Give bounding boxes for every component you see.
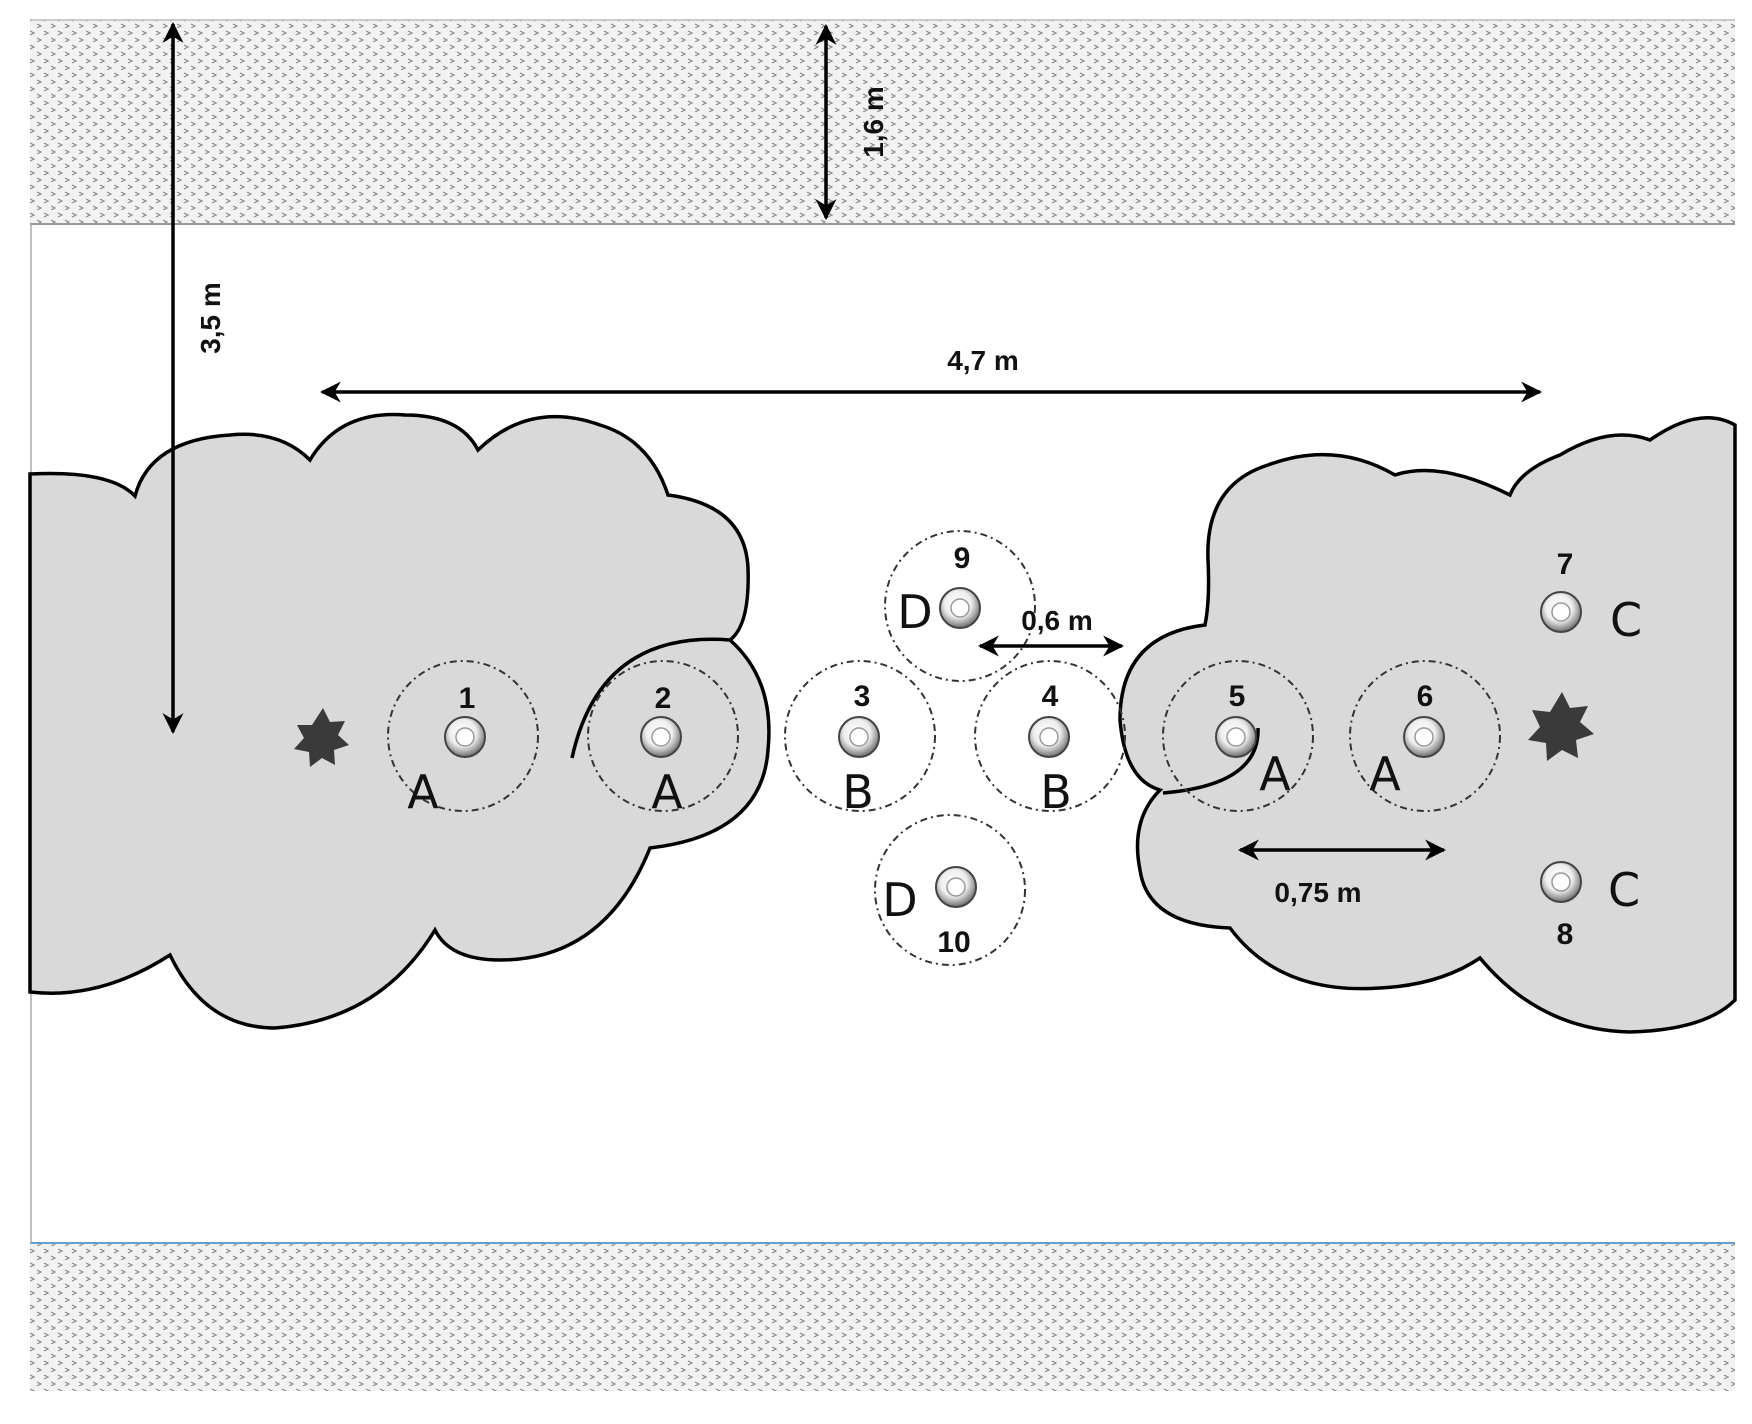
- pin-8-icon: [1540, 861, 1582, 903]
- zone-5: [1162, 660, 1314, 812]
- point-number-5: 5: [1229, 680, 1246, 713]
- point-number-9: 9: [954, 542, 971, 575]
- group-letter-10: D: [882, 873, 917, 927]
- point-number-10: 10: [937, 926, 970, 959]
- pin-7-icon: [1540, 591, 1582, 633]
- top-hatched-band: [30, 19, 1735, 225]
- sampling-pins: [444, 587, 1582, 908]
- zone-9: [884, 530, 1036, 682]
- point-number-8: 8: [1557, 918, 1574, 951]
- point-number-2: 2: [655, 682, 672, 715]
- label-wall-distance: 3,5 m: [195, 282, 226, 354]
- pin-1-icon: [444, 716, 486, 758]
- left-cloud-area: [28, 412, 771, 1030]
- point-number-7: 7: [1557, 548, 1574, 581]
- pin-9-icon: [939, 587, 981, 629]
- pin-5-icon: [1215, 716, 1257, 758]
- pin-4-icon: [1028, 716, 1070, 758]
- group-letter-6: A: [1369, 747, 1401, 801]
- zone-4: [974, 660, 1126, 812]
- point-number-1: 1: [459, 682, 476, 715]
- label-spacing-a: 0,75 m: [1274, 877, 1361, 908]
- zone-10: [874, 814, 1026, 966]
- group-letter-8: C: [1608, 863, 1640, 917]
- point-number-3: 3: [854, 680, 871, 713]
- sampling-zones: [387, 530, 1501, 966]
- point-number-4: 4: [1042, 680, 1059, 713]
- group-letter-4: B: [1040, 765, 1072, 819]
- point-number-6: 6: [1417, 680, 1434, 713]
- zone-2: [587, 660, 739, 812]
- group-letters: A A B B A A C C D D: [407, 585, 1642, 927]
- zone-3: [784, 660, 936, 812]
- group-letter-3: B: [842, 765, 874, 819]
- left-star-marker: [294, 708, 349, 767]
- group-letter-5: A: [1259, 747, 1291, 801]
- bottom-hatched-band: [30, 1242, 1735, 1391]
- label-span: 4,7 m: [947, 345, 1019, 376]
- right-cloud-inner-lobe: [1162, 727, 1260, 795]
- group-letter-2: A: [651, 765, 683, 819]
- label-spacing-bd: 0,6 m: [1021, 605, 1093, 636]
- pin-3-icon: [838, 716, 880, 758]
- right-star-marker: [1528, 692, 1594, 761]
- pin-6-icon: [1403, 716, 1445, 758]
- dimension-arrows: [162, 21, 1543, 861]
- group-letter-9: D: [897, 585, 932, 639]
- group-letter-7: C: [1610, 593, 1642, 647]
- pin-2-icon: [640, 716, 682, 758]
- pin-10-icon: [935, 866, 977, 908]
- label-bed-width: 1,6 m: [858, 86, 889, 158]
- left-cloud-inner-lobe: [570, 637, 731, 759]
- zone-6: [1349, 660, 1501, 812]
- point-numbers: 1 2 3 4 5 6 7 8 9 10: [459, 542, 1574, 959]
- group-letter-1: A: [407, 765, 439, 819]
- zone-1: [387, 660, 539, 812]
